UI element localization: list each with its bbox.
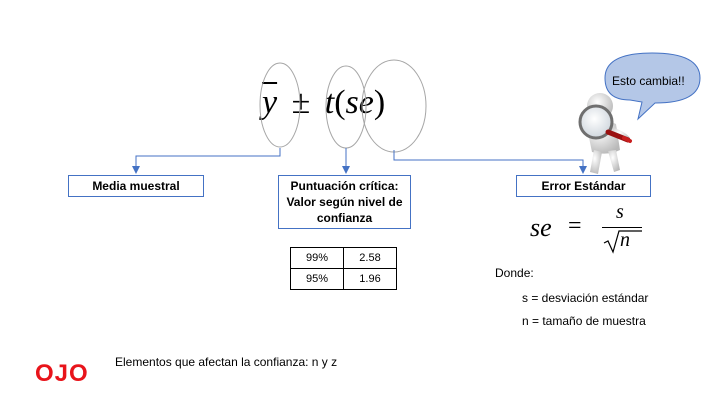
- se-formula-equals: =: [568, 213, 582, 239]
- figure-magnifier-icon: [578, 93, 632, 174]
- n-definition: n = tamaño de muestra: [522, 314, 646, 328]
- donde-label: Donde:: [495, 266, 534, 280]
- se-formula-denominator: n: [620, 229, 630, 251]
- bubble-text: Esto cambia!!: [612, 74, 685, 88]
- t-symbol: t: [324, 84, 335, 121]
- close-paren: ): [373, 84, 386, 121]
- se-formula-lhs: se: [530, 213, 552, 242]
- plus-minus-symbol: ±: [291, 84, 311, 121]
- fraction-bar: [602, 227, 642, 228]
- table-row: 99% 2.58: [290, 247, 397, 269]
- puntuacion-line-1: Puntuación crítica:: [290, 178, 399, 193]
- table-cell: 95%: [290, 268, 344, 290]
- error-estandar-box: Error Estándar: [516, 175, 651, 197]
- puntuacion-critica-box: Puntuación crítica: Valor según nivel de…: [278, 175, 411, 229]
- puntuacion-line-2: Valor según nivel de: [286, 194, 403, 209]
- sqrt-radical: [603, 230, 642, 254]
- speech-bubble: [604, 52, 701, 121]
- table-cell: 1.96: [343, 268, 397, 290]
- se-formula-numerator: s: [616, 201, 624, 223]
- table-cell: 2.58: [343, 247, 397, 269]
- s-definition: s = desviación estándar: [522, 291, 649, 305]
- footer-note: Elementos que afectan la confianza: n y …: [115, 355, 338, 369]
- ybar-symbol: y: [262, 84, 278, 121]
- arrow-error: [393, 150, 587, 174]
- se-symbol: se: [345, 84, 374, 121]
- arrow-media: [132, 148, 281, 174]
- open-paren: (: [334, 84, 346, 121]
- table-cell: 99%: [290, 247, 344, 269]
- media-muestral-label: Media muestral: [92, 178, 180, 193]
- table-row: 95% 1.96: [290, 268, 397, 290]
- ojo-label: OJO: [35, 360, 89, 387]
- puntuacion-line-3: confianza: [316, 211, 373, 226]
- media-muestral-box: Media muestral: [68, 175, 204, 197]
- error-estandar-label: Error Estándar: [541, 178, 626, 193]
- confidence-table: 99% 2.58 95% 1.96: [290, 247, 397, 290]
- main-formula: y ± t(se): [262, 84, 385, 122]
